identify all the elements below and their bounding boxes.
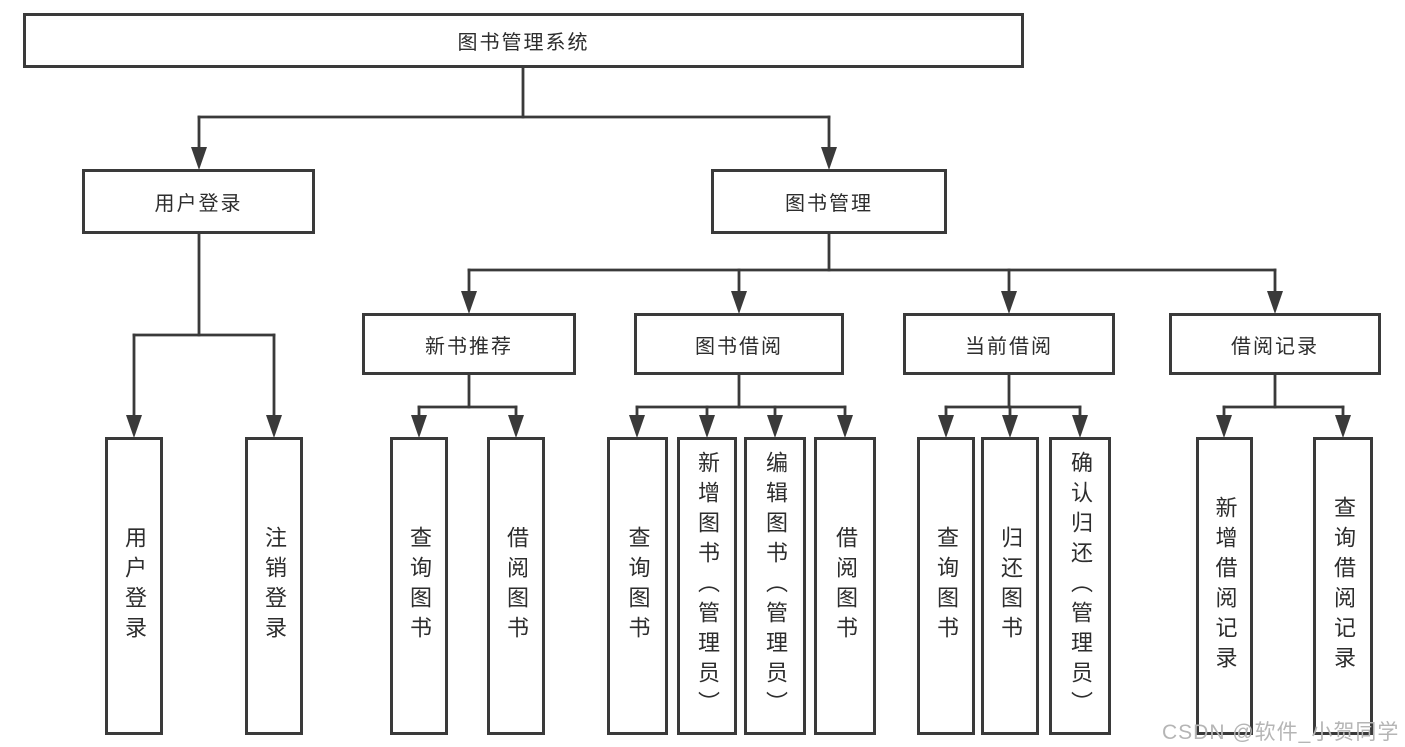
arrow-down-icon: [837, 415, 853, 438]
node-current-borrowing: 当前借阅: [903, 313, 1115, 375]
arrow-down-icon: [1002, 415, 1018, 438]
arrow-down-icon: [938, 415, 954, 438]
arrow-down-icon: [266, 415, 282, 438]
connector-book-borrowing: [629, 373, 853, 438]
connector-current-borrowing: [938, 373, 1088, 438]
arrow-down-icon: [767, 415, 783, 438]
arrow-down-icon: [461, 291, 477, 314]
arrow-down-icon: [411, 415, 427, 438]
arrow-down-icon: [629, 415, 645, 438]
arrow-down-icon: [731, 291, 747, 314]
connector-new-book: [411, 373, 524, 438]
leaf-query-books-current: 查询图书: [917, 437, 975, 735]
arrow-down-icon: [1001, 291, 1017, 314]
node-root: 图书管理系统: [23, 13, 1024, 68]
leaf-query-books-recommend: 查询图书: [390, 437, 448, 735]
arrow-down-icon: [126, 415, 142, 438]
arrow-down-icon: [1267, 291, 1283, 314]
csdn-watermark: CSDN @软件_小贺同学: [1162, 721, 1400, 744]
arrow-down-icon: [1072, 415, 1088, 438]
connector-user-login: [126, 232, 282, 438]
node-book-borrowing: 图书借阅: [634, 313, 844, 375]
leaf-borrow-books-recommend: 借阅图书: [487, 437, 545, 735]
leaf-add-books-admin: 新增图书（管理员）: [677, 437, 737, 735]
leaf-query-borrow-record: 查询借阅记录: [1313, 437, 1373, 735]
arrow-down-icon: [1216, 415, 1232, 438]
leaf-logout: 注销登录: [245, 437, 303, 735]
node-user-login: 用户登录: [82, 169, 315, 234]
leaf-user-login: 用户登录: [105, 437, 163, 735]
arrow-down-icon: [699, 415, 715, 438]
connector-borrow-records: [1216, 373, 1351, 438]
node-book-management: 图书管理: [711, 169, 947, 234]
connector-book-management: [461, 232, 1283, 314]
arrow-down-icon: [821, 147, 837, 170]
arrow-down-icon: [1335, 415, 1351, 438]
leaf-add-borrow-record: 新增借阅记录: [1196, 437, 1253, 735]
node-borrow-records: 借阅记录: [1169, 313, 1381, 375]
leaf-query-books-borrowing: 查询图书: [607, 437, 668, 735]
node-new-book-recommend: 新书推荐: [362, 313, 576, 375]
arrow-down-icon: [191, 147, 207, 170]
leaf-borrow-books: 借阅图书: [814, 437, 876, 735]
leaf-confirm-return-admin: 确认归还（管理员）: [1049, 437, 1111, 735]
leaf-return-books: 归还图书: [981, 437, 1039, 735]
arrow-down-icon: [508, 415, 524, 438]
connector-root: [191, 66, 837, 170]
leaf-edit-books-admin: 编辑图书（管理员）: [744, 437, 806, 735]
